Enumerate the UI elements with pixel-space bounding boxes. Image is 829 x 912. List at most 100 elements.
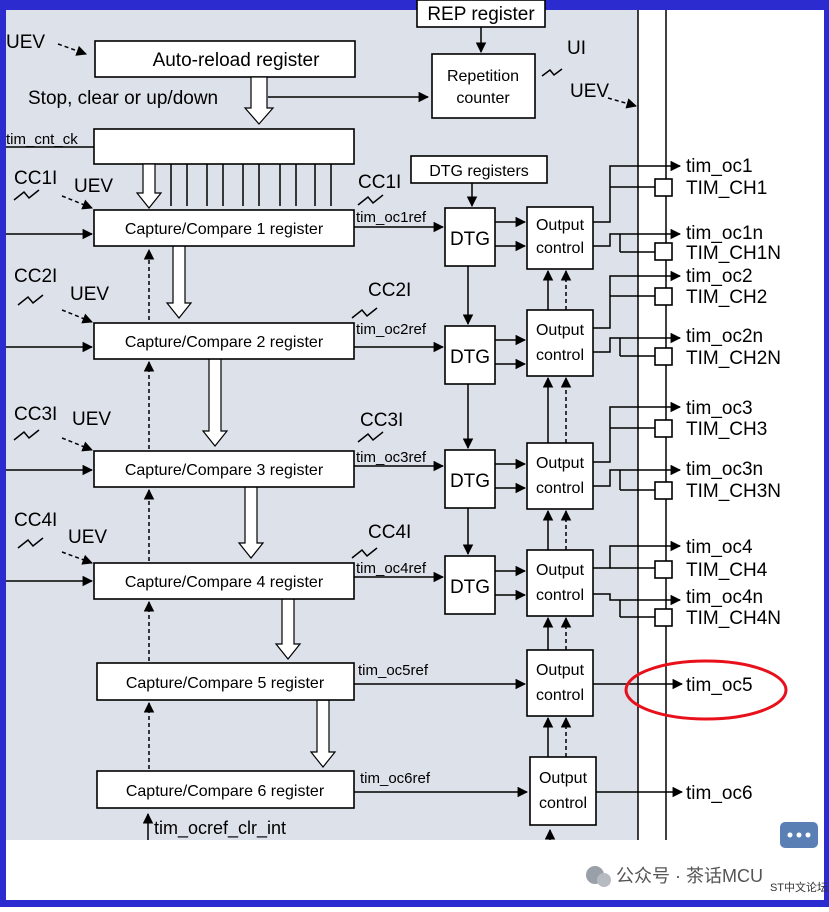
ch4-out-a-label: tim_oc4 — [686, 537, 753, 558]
ch1-pin-a-label: TIM_CH1 — [686, 178, 767, 199]
uev-right-label: UEV — [570, 81, 609, 102]
cc4-register-label: Capture/Compare 4 register — [125, 574, 324, 591]
out-ctrl4-line2: control — [536, 587, 584, 604]
ch4-pin-a-label: TIM_CH4 — [686, 560, 768, 581]
ch2-pin-b-label: TIM_CH2N — [686, 348, 781, 369]
ui-signal-icon — [541, 68, 563, 77]
ch4-ccr-signal-icon — [351, 547, 378, 559]
tim-oc5-highlight — [624, 659, 788, 721]
out-ctrl6-line2: control — [539, 795, 587, 812]
ch4-int-signal-icon — [17, 537, 44, 549]
ch5-out-label: tim_oc5 — [686, 675, 753, 696]
ch6-out-label: tim_oc6 — [686, 783, 753, 804]
ch3-uev-label: UEV — [72, 409, 111, 430]
counter-box — [93, 128, 355, 165]
forum-badge-text: ST中文论坛 — [770, 880, 828, 894]
cc6-register-label: Capture/Compare 6 register — [126, 783, 325, 800]
uev-left-arrow — [57, 43, 87, 56]
rep-register-box — [416, 0, 546, 28]
dtg3-box — [444, 449, 496, 509]
ch3-uev-arrow — [61, 437, 93, 452]
ch1-int-signal-icon — [13, 189, 40, 201]
out-ctrl1-line2: control — [536, 240, 584, 257]
cc4-register-box — [93, 562, 355, 600]
ch2-ref-label: tim_oc2ref — [356, 321, 427, 338]
ch2-uev-label: UEV — [70, 284, 109, 305]
forum-logo-dot — [787, 832, 793, 838]
out-ctrl5-line1: Output — [536, 662, 585, 679]
dtg4-label: DTG — [450, 577, 490, 598]
ch2-ccr-label: CC2I — [368, 280, 411, 301]
cc5-register-box — [96, 662, 355, 701]
ch2-ccr-signal-icon — [351, 307, 378, 319]
ch1-out-a-wire — [593, 160, 682, 223]
dtg1-label: DTG — [450, 229, 490, 250]
ch4-pin-b-pad — [654, 608, 673, 627]
ch2-uev-arrow — [61, 309, 93, 324]
uev-left-label: UEV — [6, 32, 45, 53]
bottom-strip — [6, 840, 824, 900]
cc3-register-box — [93, 450, 355, 488]
ch4-int-label: CC4I — [14, 510, 57, 531]
ch1-uev-label: UEV — [74, 176, 113, 197]
ch3-pin-b-label: TIM_CH3N — [686, 481, 781, 502]
out-ctrl3-line1: Output — [536, 455, 585, 472]
dtg2-box — [444, 325, 496, 385]
ch3-out-a-wire — [593, 401, 682, 463]
ch4-pin-b-label: TIM_CH4N — [686, 608, 781, 629]
counter-bus-cc1 — [135, 163, 163, 209]
ch4-uev-label: UEV — [68, 527, 107, 548]
wechat-icon-bubble — [597, 873, 611, 887]
dtg-registers-box — [410, 155, 548, 184]
ch4-ref-label: tim_oc4ref — [356, 560, 427, 577]
ch1-ref-label: tim_oc1ref — [356, 209, 427, 226]
ch1-out-b-label: tim_oc1n — [686, 223, 763, 244]
ch1-ccr-label: CC1I — [358, 172, 401, 193]
ch1-pin-b-pad — [654, 242, 673, 261]
ch5-ref-label: tim_oc5ref — [358, 662, 429, 679]
ch3-pin-b-pad — [654, 481, 673, 500]
cc6-register-box — [96, 770, 355, 809]
out-ctrl1-box — [526, 206, 594, 270]
out-ctrl5-line2: control — [536, 687, 584, 704]
out-ctrl2-box — [526, 309, 594, 377]
cc2-register-box — [93, 322, 355, 360]
clr-int-label: tim_ocref_clr_int — [154, 818, 286, 839]
ch3-ref-label: tim_oc3ref — [356, 449, 427, 466]
ch4-uev-arrow — [61, 551, 93, 565]
out-ctrl6-box — [529, 756, 597, 826]
ch2-pin-a-pad — [654, 287, 673, 306]
auto-reload-register-label: Auto-reload register — [153, 50, 321, 71]
ch3-ccr-signal-icon — [357, 431, 384, 443]
ch4-ccr-label: CC4I — [368, 522, 411, 543]
dtg2-label: DTG — [450, 347, 490, 368]
ch3-out-b-wire — [593, 464, 682, 487]
ch3-int-label: CC3I — [14, 404, 57, 425]
ch1-out-a-label: tim_oc1 — [686, 156, 753, 177]
out-ctrl5-box — [526, 649, 594, 717]
ch2-out-b-label: tim_oc2n — [686, 326, 763, 347]
stop-clear-label: Stop, clear or up/down — [28, 88, 218, 109]
dtg4-box — [444, 555, 496, 615]
out-ctrl4-box — [526, 549, 594, 617]
dtg-registers-label: DTG registers — [429, 163, 529, 180]
dtg3-label: DTG — [450, 471, 490, 492]
ch1-out-b-wire — [593, 228, 682, 247]
cc1-bus-cc2 — [165, 235, 193, 319]
ch3-int-signal-icon — [13, 429, 40, 441]
out-ctrl6-line1: Output — [539, 770, 588, 787]
ch1-ccr-signal-icon — [357, 194, 384, 206]
repetition-counter-line2: counter — [456, 90, 510, 107]
out-ctrl3-box — [526, 442, 594, 510]
ch2-pin-b-pad — [654, 347, 673, 366]
tim-cnt-ck-label: tim_cnt_ck — [6, 131, 78, 148]
repetition-counter-line1: Repetition — [447, 68, 519, 85]
out-ctrl2-line2: control — [536, 347, 584, 364]
ch4-out-b-wire — [593, 593, 682, 606]
ch1-pin-b-label: TIM_CH1N — [686, 243, 781, 264]
watermark-text: 公众号 · 茶话MCU — [616, 866, 763, 886]
forum-logo-dot — [796, 832, 802, 838]
ch2-out-a-label: tim_oc2 — [686, 266, 753, 287]
uev-right-arrow — [607, 97, 638, 109]
ch2-pin-a-label: TIM_CH2 — [686, 287, 767, 308]
